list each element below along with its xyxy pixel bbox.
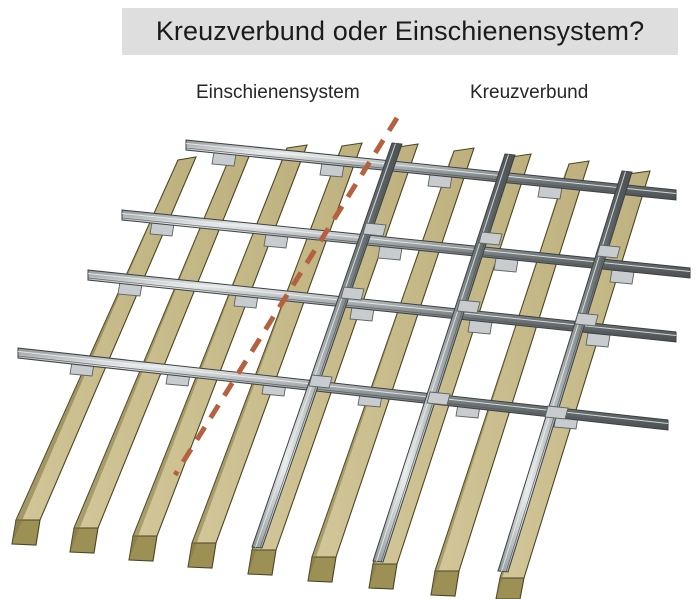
horizontal-rail (17, 347, 669, 431)
rafter (187, 142, 363, 569)
rafter (128, 144, 308, 562)
rail-bracket (340, 286, 365, 301)
dashed-divider-line (172, 116, 400, 477)
rail-bracket (456, 299, 481, 314)
rail-bracket (544, 405, 569, 420)
horizontal-rail (185, 139, 677, 201)
rafter-group (11, 142, 651, 599)
vertical-cross-rail (251, 142, 403, 549)
rail-bracket (426, 391, 451, 406)
rail-bracket (574, 312, 599, 327)
label-einschienensystem: Einschienensystem (196, 82, 360, 103)
rail-bracket (596, 244, 621, 259)
vertical-cross-rail (497, 170, 633, 573)
vertical-rail-group (251, 142, 633, 573)
rail-bracket (308, 374, 333, 389)
label-kreuzverbund: Kreuzverbund (470, 82, 589, 103)
page-title: Kreuzverbund oder Einschienensystem? (155, 16, 645, 46)
title-banner: Kreuzverbund oder Einschienensystem? (122, 8, 678, 55)
horizontal-rail-group (17, 139, 691, 431)
rail-bracket (478, 231, 503, 246)
vertical-cross-rail (372, 153, 516, 563)
rafter (11, 156, 197, 546)
rail-bracket (362, 222, 387, 237)
